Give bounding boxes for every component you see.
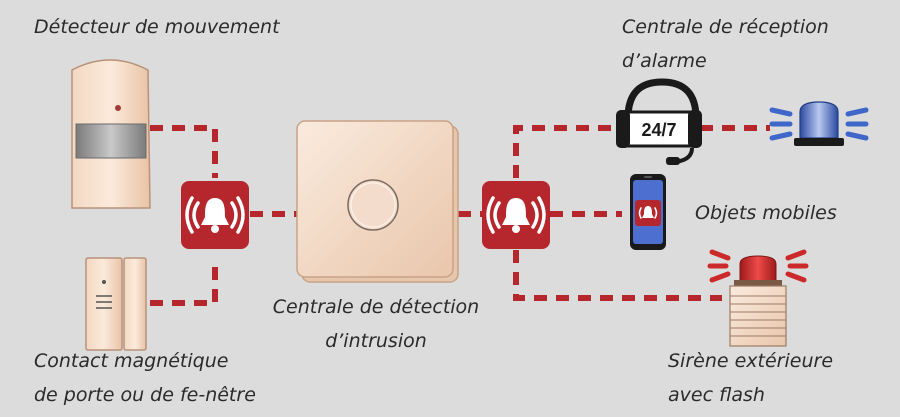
line-motion-to-hub-left [150, 125, 218, 178]
line-hub-right-to-headset [513, 125, 622, 178]
motion-detector-icon [71, 59, 151, 209]
label-magnetic-contact-line1: Contact magnétique [34, 350, 229, 372]
label-outdoor-siren-line2: avec flash [668, 384, 765, 406]
line-hub-right-to-siren [513, 250, 722, 301]
smartphone-icon [630, 174, 666, 250]
headset-icon: 24/7 [616, 78, 702, 165]
label-control-panel-line2: d’intrusion [325, 330, 427, 352]
line-contact-to-hub-left [150, 258, 218, 306]
label-outdoor-siren-line1: Sirène extérieure [668, 350, 834, 372]
label-motion-detector: Détecteur de mouvement [34, 16, 280, 38]
police-beacon-icon [769, 101, 869, 146]
label-magnetic-contact-line2: de porte ou de fe-nêtre [34, 384, 256, 406]
outdoor-siren-icon [707, 249, 809, 347]
label-mobile-objects: Objets mobiles [695, 202, 837, 224]
label-control-panel-line1: Centrale de détection [272, 296, 480, 318]
alarm-bell-icon-right [482, 181, 550, 249]
label-alarm-receiving-center-line1: Centrale de réception [622, 16, 829, 38]
connection-lines [150, 125, 770, 306]
label-alarm-receiving-center-line2: d’alarme [622, 50, 707, 72]
door-window-contact-icon [85, 257, 147, 351]
control-panel-icon [296, 120, 459, 283]
alarm-bell-icon [181, 181, 249, 249]
headset-badge-text: 24/7 [641, 120, 676, 140]
